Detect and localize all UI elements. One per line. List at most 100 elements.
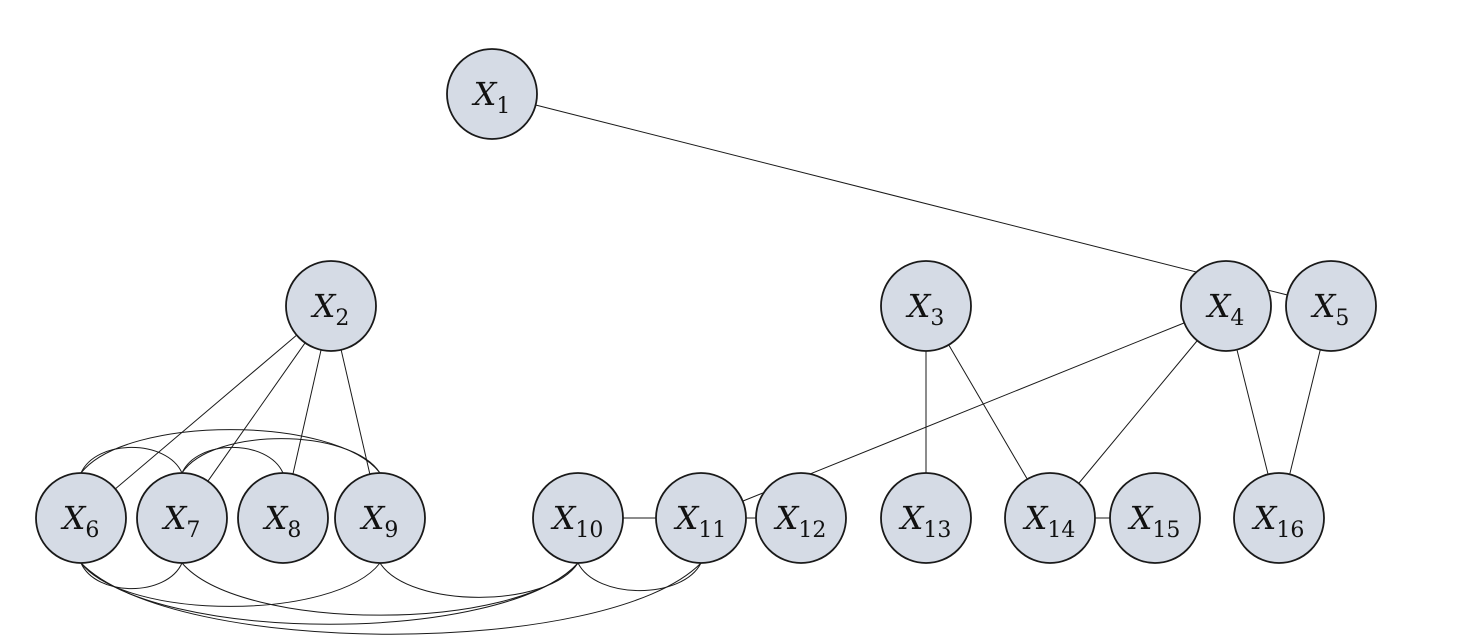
node-label-subscript: 7 [186,518,200,543]
node-x3: X3 [880,260,972,352]
edge-x2-x8 [292,349,322,475]
node-circle [880,260,972,352]
node-circle [35,472,127,564]
edge-x2-x9 [340,349,371,475]
arc-bottom-x10-x11 [577,562,702,591]
node-label-subscript: 16 [1276,518,1304,543]
edge-x5-x16 [1289,349,1321,475]
node-label-base: X [262,499,289,537]
arc-top-x6-x7 [80,447,183,474]
node-label-base: X [905,287,932,325]
node-circle [285,260,377,352]
node-label-subscript: 11 [698,518,726,543]
node-x10: X10 [532,472,624,564]
arc-bottom-x6-x9 [80,562,381,607]
edge-x4-x14 [1078,340,1198,484]
arc-bottom-x6-x10 [80,562,579,625]
node-circle [880,472,972,564]
node-x4: X4 [1180,260,1272,352]
node-label: X6 [60,499,100,543]
node-label-base: X [471,75,498,113]
node-label-base: X [1022,499,1049,537]
node-label-base: X [1205,287,1232,325]
arc-bottom-x6-x11 [80,562,702,635]
edge-x3-x14 [948,344,1028,480]
node-label-base: X [359,499,386,537]
arc-bottom-x7-x10 [181,562,579,616]
node-label-base: X [898,499,925,537]
node-circle [655,472,747,564]
node-x7: X7 [136,472,228,564]
node-label: X2 [310,287,350,331]
node-label-base: X [1127,499,1154,537]
node-label: X8 [262,499,302,543]
node-x9: X9 [334,472,426,564]
arc-top-x6-x9 [80,429,381,474]
node-label: X3 [905,287,945,331]
node-label-base: X [550,499,577,537]
node-x5: X5 [1285,260,1377,352]
node-label: X14 [1022,499,1076,543]
node-circle [1180,260,1272,352]
node-circle [1285,260,1377,352]
node-label-subscript: 13 [923,518,951,543]
node-label: X11 [673,499,727,543]
node-label-base: X [673,499,700,537]
node-circle [755,472,847,564]
node-x12: X12 [755,472,847,564]
node-circle [136,472,228,564]
node-label: X9 [359,499,399,543]
node-label-subscript: 1 [496,94,510,119]
node-label: X7 [161,499,201,543]
edges-layer [114,104,1321,519]
arc-top-x7-x8 [181,447,284,474]
node-label-subscript: 15 [1152,518,1180,543]
node-label-subscript: 2 [335,306,349,331]
node-circle [532,472,624,564]
node-x8: X8 [237,472,329,564]
node-x6: X6 [35,472,127,564]
node-circle [1109,472,1201,564]
arc-bottom-x9-x10 [379,562,579,598]
node-x13: X13 [880,472,972,564]
node-label-subscript: 3 [930,306,944,331]
node-label: X1 [471,75,511,119]
node-x1: X1 [446,48,538,140]
node-label: X15 [1127,499,1181,543]
edge-x2-x7 [207,342,306,482]
node-label-subscript: 4 [1230,306,1244,331]
node-label-base: X [1310,287,1337,325]
edge-x2-x6 [114,334,298,490]
node-circle [237,472,329,564]
node-x15: X15 [1109,472,1201,564]
node-x16: X16 [1233,472,1325,564]
node-label-subscript: 14 [1047,518,1075,543]
node-label: X16 [1251,499,1305,543]
node-label-subscript: 10 [575,518,603,543]
edge-x4-x16 [1236,349,1269,475]
arc-top-x7-x9 [181,438,381,474]
edge-x1-x5 [535,104,1288,296]
node-label: X4 [1205,287,1245,331]
node-label-subscript: 9 [384,518,398,543]
node-circle [1233,472,1325,564]
node-label: X13 [898,499,952,543]
node-circle [446,48,538,140]
node-label-base: X [161,499,188,537]
node-circle [1004,472,1096,564]
node-circle [334,472,426,564]
node-label-subscript: 6 [85,518,99,543]
node-x11: X11 [655,472,747,564]
node-label-subscript: 5 [1335,306,1349,331]
node-label-base: X [773,499,800,537]
node-label-subscript: 8 [287,518,301,543]
node-x14: X14 [1004,472,1096,564]
node-x2: X2 [285,260,377,352]
node-label-base: X [1251,499,1278,537]
node-label-base: X [60,499,87,537]
arc-bottom-x6-x7 [80,562,183,589]
node-label: X10 [550,499,604,543]
node-label-base: X [310,287,337,325]
